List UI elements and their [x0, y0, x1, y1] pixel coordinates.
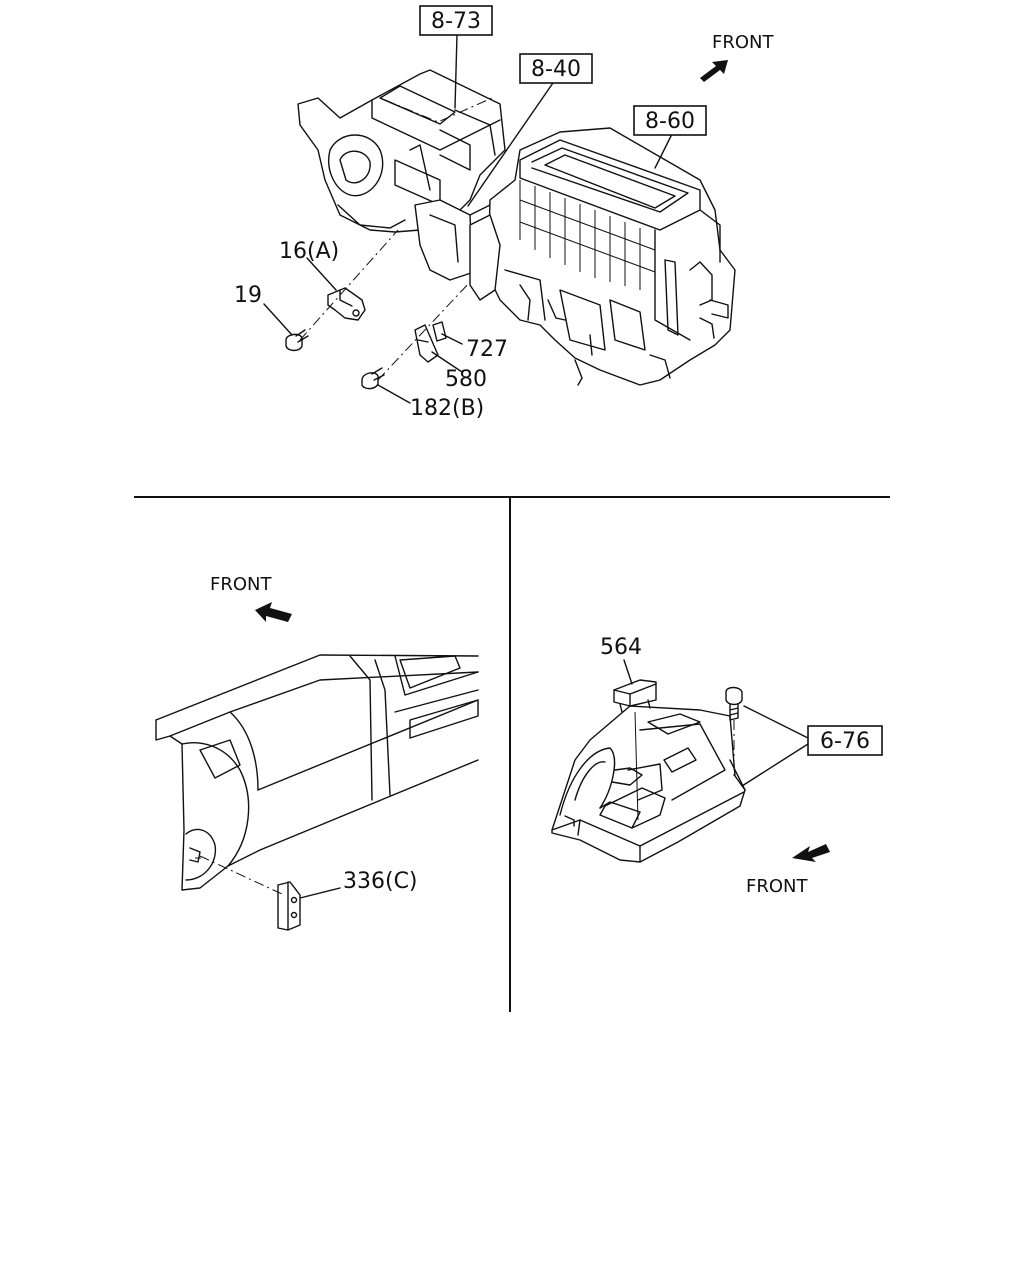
leader-564 — [623, 659, 633, 685]
leader-6-76-b — [741, 743, 809, 787]
front-arrow-right-icon — [792, 844, 830, 862]
ref-8-60[interactable]: 8-60 — [645, 109, 695, 134]
part-336c-bracket — [277, 881, 301, 931]
part-182b-screw — [361, 367, 385, 390]
front-label-left: FRONT — [210, 574, 272, 595]
part-16a-bracket — [327, 287, 366, 321]
front-arrow-left-icon — [255, 602, 292, 622]
leader-564-vertical — [634, 711, 639, 821]
part-16a-label[interactable]: 16(A) — [279, 239, 339, 264]
part-580-label[interactable]: 580 — [445, 367, 487, 392]
ref-8-73[interactable]: 8-73 — [431, 9, 481, 34]
part-19-screw — [285, 329, 309, 352]
part-564-cap — [613, 679, 657, 713]
center-console — [551, 705, 746, 863]
part-564-label[interactable]: 564 — [600, 635, 642, 660]
console-screw — [725, 686, 743, 721]
part-19-label[interactable]: 19 — [234, 283, 262, 308]
hvac-assembly — [297, 69, 736, 386]
dashboard-panel — [155, 654, 479, 891]
leader-6-76-a — [743, 705, 809, 739]
leader-336c-dash — [199, 855, 283, 895]
ref-box-8-40[interactable] — [519, 53, 593, 84]
front-arrow-top-icon — [700, 60, 728, 82]
front-label-top: FRONT — [712, 32, 774, 53]
part-727-pad — [432, 321, 447, 342]
ref-box-6-76[interactable] — [807, 725, 883, 756]
top-leader-lines — [263, 33, 673, 404]
part-182b-label[interactable]: 182(B) — [410, 396, 484, 421]
leader-336c — [299, 887, 341, 899]
part-336c-label[interactable]: 336(C) — [343, 869, 418, 894]
front-label-right: FRONT — [746, 876, 808, 897]
ref-8-40[interactable]: 8-40 — [531, 57, 581, 82]
ref-box-8-73[interactable] — [419, 5, 493, 36]
ref-box-8-60[interactable] — [633, 105, 707, 136]
part-727-label[interactable]: 727 — [466, 337, 508, 362]
ref-6-76[interactable]: 6-76 — [820, 729, 870, 754]
